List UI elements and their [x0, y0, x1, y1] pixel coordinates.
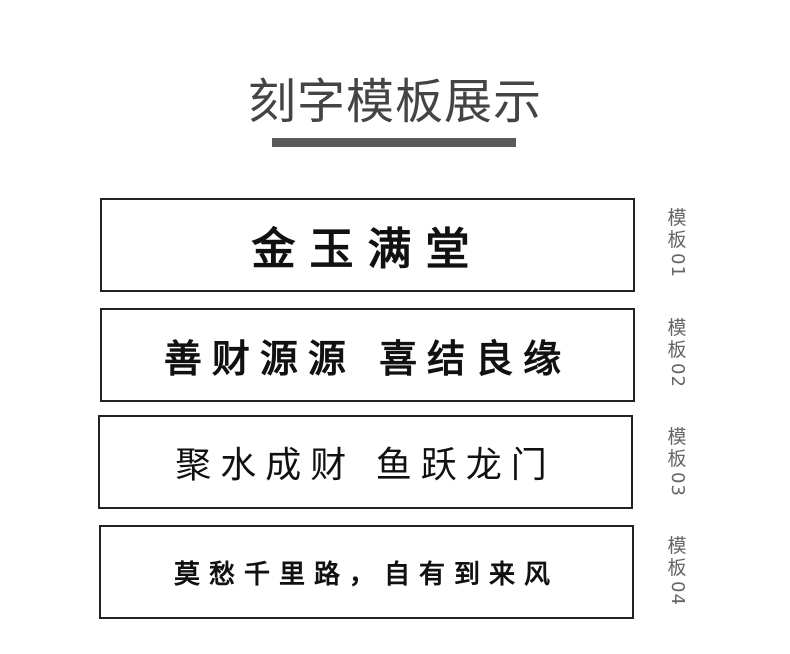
- template-label-03: 模板 03: [665, 426, 689, 497]
- template-box-01[interactable]: 金玉满堂: [100, 198, 635, 292]
- template-label-02: 模板 02: [665, 317, 689, 388]
- title-underline: [272, 138, 516, 147]
- template-label-chars: 模板: [667, 207, 687, 251]
- template-label-number: 02: [667, 363, 688, 388]
- template-label-chars: 模板: [667, 317, 687, 361]
- page-title: 刻字模板展示: [247, 74, 542, 130]
- template-label-number: 03: [667, 472, 688, 497]
- template-text-01: 金玉满堂: [251, 224, 484, 275]
- template-text-02: 善财源源 喜结良缘: [163, 335, 572, 381]
- template-text-04: 莫愁千里路，自有到来风: [173, 559, 559, 590]
- template-label-number: 04: [667, 581, 688, 606]
- template-label-04: 模板 04: [665, 535, 689, 606]
- template-label-chars: 模板: [667, 426, 687, 470]
- template-text-03: 聚水成财 鱼跃龙门: [175, 445, 556, 486]
- template-box-03[interactable]: 聚水成财 鱼跃龙门: [98, 415, 633, 509]
- template-label-01: 模板 01: [665, 207, 689, 278]
- template-box-04[interactable]: 莫愁千里路，自有到来风: [99, 525, 634, 619]
- template-label-chars: 模板: [667, 535, 687, 579]
- template-label-number: 01: [667, 253, 688, 278]
- template-box-02[interactable]: 善财源源 喜结良缘: [100, 308, 635, 402]
